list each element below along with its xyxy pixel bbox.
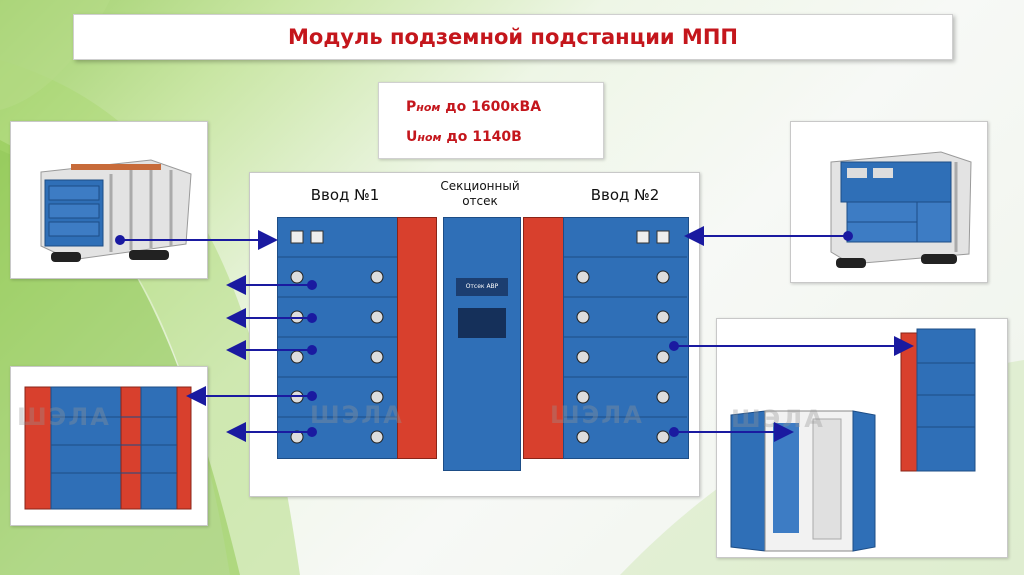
watermark-3: ШЭЛА [310, 401, 404, 429]
input1-label: Ввод №1 [310, 186, 380, 204]
power-rating: Pном до 1600кВА [406, 99, 542, 115]
watermark-4: ШЭЛА [550, 401, 644, 429]
watermark: ШЭЛА [17, 403, 111, 431]
cabinets-image [730, 328, 976, 552]
input2-panels [563, 230, 687, 444]
switchgear-image [24, 386, 192, 510]
avr-plate: Отсек АВР [456, 278, 508, 296]
page-title: Модуль подземной подстанции МПП [288, 25, 738, 49]
input1-red-cabinet [397, 217, 437, 459]
photo-substation-skid-left [10, 121, 208, 279]
avr-diagram [458, 308, 506, 338]
title-banner: Модуль подземной подстанции МПП [73, 14, 953, 60]
section-cabinet: Отсек АВР [443, 217, 521, 471]
input2-label: Ввод №2 [590, 186, 660, 204]
substation-skid-image-2 [830, 151, 972, 268]
photo-substation-skid-right [790, 121, 988, 283]
photo-cabinets-right: ШЭЛА [716, 318, 1008, 558]
voltage-rating: Uном до 1140В [406, 129, 522, 145]
parameters-box: Pном до 1600кВА Uном до 1140В [378, 82, 604, 159]
photo-switchgear-left: ШЭЛА [10, 366, 208, 526]
substation-skid-image [40, 159, 192, 262]
